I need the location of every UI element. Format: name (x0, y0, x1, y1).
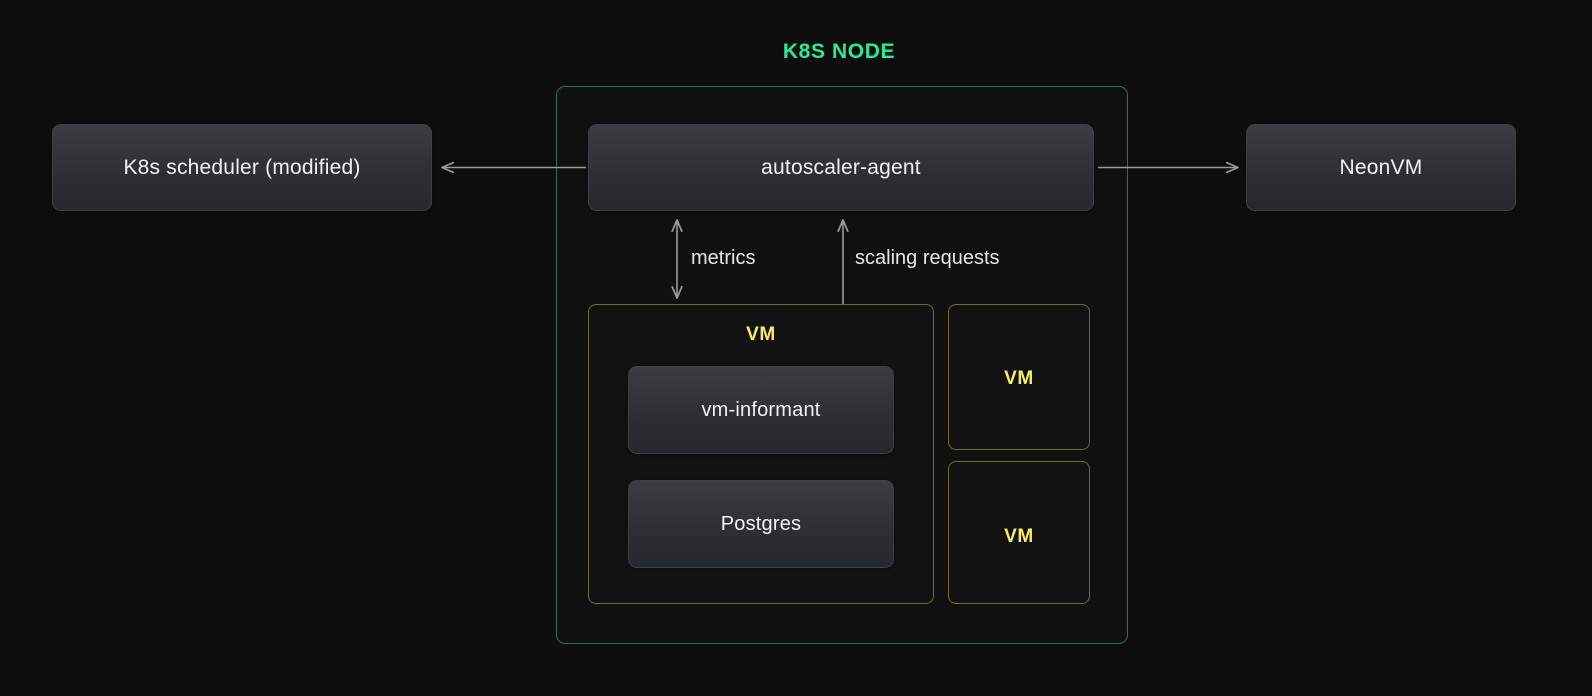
edge-label-metrics: metrics (691, 247, 756, 269)
node-postgres[interactable]: Postgres (628, 480, 894, 568)
node-vm-informant[interactable]: vm-informant (628, 366, 894, 454)
vm-label-main: VM (746, 324, 776, 345)
page-title: K8S NODE (782, 40, 896, 63)
node-k8s-scheduler[interactable]: K8s scheduler (modified) (52, 124, 432, 211)
vm-label-secondary-1: VM (1004, 368, 1034, 389)
node-neonvm[interactable]: NeonVM (1246, 124, 1516, 211)
vm-box-secondary-2[interactable] (948, 461, 1090, 604)
edge-label-scaling-requests: scaling requests (855, 247, 1000, 269)
vm-label-secondary-2: VM (1004, 526, 1034, 547)
node-autoscaler-agent[interactable]: autoscaler-agent (588, 124, 1094, 211)
vm-box-secondary-1[interactable] (948, 304, 1090, 450)
